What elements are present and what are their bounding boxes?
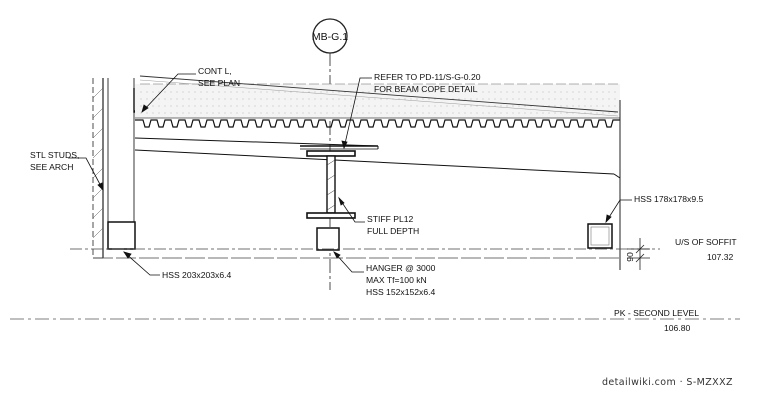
- hss-hanger: [316, 227, 340, 251]
- svg-text:FOR BEAM COPE DETAIL: FOR BEAM COPE DETAIL: [374, 84, 478, 94]
- callout-cont-l: CONT L, SEE PLAN: [198, 66, 240, 88]
- metal-deck: [135, 119, 620, 128]
- second-level-name: PK - SECOND LEVEL: [614, 308, 699, 318]
- callout-hss-left: HSS 203x203x6.4: [162, 270, 231, 280]
- soffit-level-name: U/S OF SOFFIT: [675, 237, 737, 247]
- grid-bubble: MB-G.1: [312, 18, 348, 54]
- watermark: detailwiki.com · S-MZXXZ: [602, 377, 733, 388]
- hss-column-right-inner: [590, 226, 610, 246]
- second-level-elevation: 106.80: [664, 323, 691, 333]
- grid-bubble-label: MB-G.1: [312, 31, 348, 43]
- roof-line: [139, 75, 619, 117]
- svg-text:CONT L,: CONT L,: [198, 66, 232, 76]
- concrete-slab: [135, 83, 620, 119]
- wide-flange-beam: [306, 150, 356, 219]
- svg-text:HSS 152x152x6.4: HSS 152x152x6.4: [366, 287, 435, 297]
- dimension-90-label: 90: [625, 252, 635, 262]
- beam-top-flange: [134, 137, 621, 179]
- callout-stl-studs: STL STUDS, SEE ARCH: [30, 150, 79, 172]
- svg-text:STIFF PL12: STIFF PL12: [367, 214, 414, 224]
- wall-sheathing-hatch: [92, 87, 104, 239]
- svg-text:FULL DEPTH: FULL DEPTH: [367, 226, 419, 236]
- svg-text:MAX Tf=100 kN: MAX Tf=100 kN: [366, 275, 427, 285]
- svg-text:REFER TO PD-11/S-G-0.20: REFER TO PD-11/S-G-0.20: [374, 72, 481, 82]
- leader-lines: [68, 73, 632, 276]
- hss-column-left: [107, 221, 136, 250]
- callout-refer-beam-cope: REFER TO PD-11/S-G-0.20 FOR BEAM COPE DE…: [374, 72, 481, 94]
- dimension-90: [627, 238, 650, 270]
- callout-stiffener: STIFF PL12 FULL DEPTH: [367, 214, 419, 236]
- stiffener-plate-hatch: [326, 159, 336, 211]
- svg-text:STL STUDS,: STL STUDS,: [30, 150, 79, 160]
- callout-hss-right: HSS 178x178x9.5: [634, 194, 703, 204]
- svg-text:SEE ARCH: SEE ARCH: [30, 162, 73, 172]
- hss-column-right: [587, 223, 613, 249]
- callout-hanger: HANGER @ 3000 MAX Tf=100 kN HSS 152x152x…: [366, 263, 436, 297]
- svg-text:HANGER @ 3000: HANGER @ 3000: [366, 263, 436, 273]
- svg-text:SEE PLAN: SEE PLAN: [198, 78, 240, 88]
- soffit-level-elevation: 107.32: [707, 252, 734, 262]
- soffit-level-line: [70, 248, 660, 259]
